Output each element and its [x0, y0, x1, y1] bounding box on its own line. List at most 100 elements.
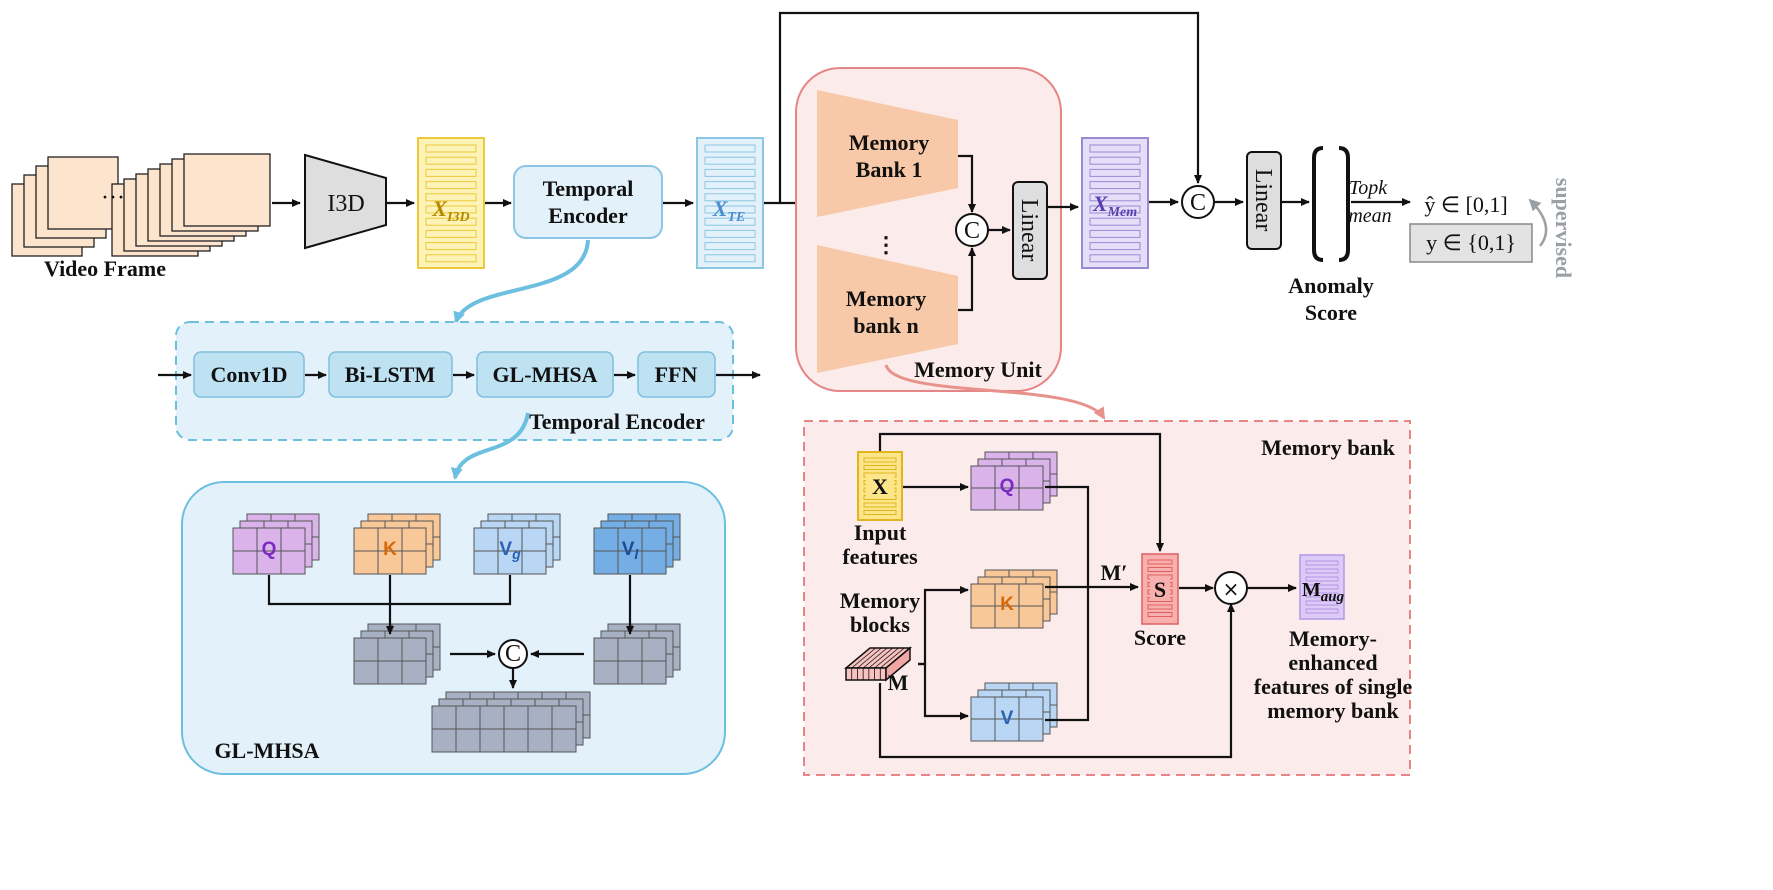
feature-stripe: [1305, 600, 1339, 606]
x-te-symbol: X: [712, 196, 729, 221]
feature-stripe: [425, 181, 477, 190]
feature-stripe: [425, 254, 477, 263]
m-prime-label: M′: [1101, 560, 1128, 585]
memory-bank-ellipsis: ⋮: [875, 232, 897, 257]
topk-label: Topk: [1349, 177, 1388, 199]
feature-stripe: [704, 193, 756, 202]
feature-stripe: [425, 193, 477, 202]
svg-text:XMem: XMem: [1092, 191, 1137, 220]
video-frame-label: Video Frame: [44, 256, 166, 281]
global-attn-stack: [353, 623, 441, 685]
feature-stripe: [425, 205, 477, 214]
temporal-encoder-block: Temporal Encoder: [513, 165, 663, 239]
vg-stack: [473, 513, 561, 575]
memory-bank-n-line1: Memory: [846, 286, 927, 311]
video-frames: ···: [11, 153, 271, 257]
i3d-label: I3D: [327, 191, 364, 217]
memory-blocks-line2: blocks: [850, 612, 910, 637]
x-te-feature: XTE: [696, 137, 764, 269]
memory-block-line: [880, 647, 905, 669]
module-gl-mhsa: GL-MHSA: [492, 362, 597, 387]
gl-mhsa-detail: Q K Vg Vl C GL-MHSA: [181, 481, 726, 775]
svg-text:Vg: Vg: [499, 539, 521, 562]
feature-stripe: [704, 242, 756, 251]
feature-stripe: [863, 457, 897, 463]
memory-block-line: [874, 647, 899, 669]
memory-unit-caption: Memory Unit: [914, 357, 1042, 382]
mb-q-stack: [970, 451, 1058, 511]
memory-bank-n-line2: bank n: [853, 313, 918, 338]
feature-stripe: [863, 465, 897, 470]
svg-text:XTE: XTE: [712, 196, 746, 225]
gl-mhsa-expand-curve: [450, 412, 530, 480]
feature-stripe: [863, 510, 897, 515]
svg-text:Maug: Maug: [1302, 579, 1345, 605]
vg-subscript: g: [511, 546, 521, 562]
i3d-block: I3D: [304, 153, 387, 250]
feature-stripe: [425, 156, 477, 165]
memory-bank-1-line1: Memory: [849, 130, 930, 155]
feature-stripe: [1089, 254, 1141, 263]
anomaly-score-line1: Anomaly: [1288, 273, 1374, 298]
feature-stripe: [1089, 229, 1141, 238]
feature-stripe: [425, 217, 477, 226]
local-attn-stack: [593, 623, 681, 685]
temporal-encoder-line2: Encoder: [548, 203, 628, 228]
feature-stripe: [1305, 592, 1339, 598]
y-hat-label: ŷ ∈ [0,1]: [1424, 192, 1507, 217]
temporal-encoder-caption: Temporal Encoder: [529, 409, 705, 434]
mb-v-stack: [970, 682, 1058, 742]
feature-stripe: [1147, 604, 1173, 610]
anomaly-score-bracket: [1312, 146, 1350, 262]
feature-stripe: [1147, 612, 1173, 617]
feature-stripe: [1089, 193, 1141, 202]
output-line-2: enhanced: [1288, 650, 1377, 675]
feature-stripe: [425, 144, 477, 153]
x-mem-symbol: X: [1092, 191, 1109, 216]
memory-bank-title: Memory bank: [1261, 435, 1396, 460]
feature-stripe: [1089, 156, 1141, 165]
linear-block: [1012, 181, 1048, 280]
temporal-encoder-line1: Temporal: [543, 176, 634, 201]
feature-stripe: [1305, 584, 1339, 590]
m-aug-subscript: aug: [1321, 589, 1345, 605]
memory-blocks-icon: [843, 646, 913, 682]
anomaly-score-line2: Score: [1305, 300, 1357, 325]
score-label: Score: [1134, 625, 1186, 650]
memory-block-line: [851, 647, 876, 669]
x-te-subscript: TE: [727, 210, 745, 225]
linear-label: Linear: [1016, 199, 1042, 262]
vl-subscript: l: [634, 546, 639, 562]
module-ffn: FFN: [655, 362, 698, 387]
svg-text:Vl: Vl: [622, 539, 640, 562]
feature-stripe: [704, 254, 756, 263]
q-label: Q: [262, 539, 277, 560]
module-bilstm: Bi-LSTM: [345, 362, 436, 387]
concat2-symbol: C: [1190, 190, 1206, 216]
vg-label: V: [499, 539, 512, 560]
feature-stripe: [704, 205, 756, 214]
concat-output-stack: [431, 691, 591, 753]
feature-stripe: [863, 502, 897, 508]
feature-stripe: [1147, 559, 1173, 565]
q-stack: [232, 513, 320, 575]
feature-stripe: [1089, 181, 1141, 190]
feature-stripe: [1089, 168, 1141, 177]
feature-stripe: [1305, 608, 1339, 614]
mb-q-label: Q: [1000, 476, 1015, 497]
memory-blocks-line1: Memory: [840, 588, 921, 613]
input-features-line2: features: [842, 544, 918, 569]
supervised-label: supervised: [1551, 178, 1576, 278]
frames-ellipsis: ···: [101, 185, 125, 211]
s-label: S: [1154, 577, 1166, 602]
mean-label: mean: [1348, 205, 1391, 227]
feature-stripe: [1089, 217, 1141, 226]
feature-stripe: [704, 156, 756, 165]
gl-mhsa-caption: GL-MHSA: [214, 738, 319, 763]
feature-stripe: [425, 242, 477, 251]
module-conv1d: Conv1D: [210, 362, 287, 387]
temporal-encoder-detail: Conv1D Bi-LSTM GL-MHSA FFN Temporal Enco…: [158, 321, 761, 441]
supervised-arrow: [1528, 198, 1548, 247]
feature-stripe: [704, 144, 756, 153]
